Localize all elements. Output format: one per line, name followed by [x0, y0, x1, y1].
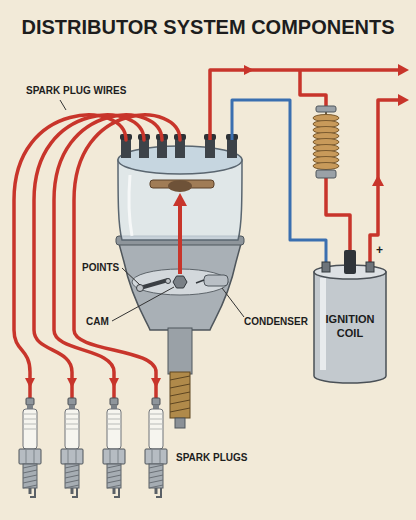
- node-text: IGNITION COIL: [317, 313, 383, 341]
- current-arrow: [173, 193, 187, 274]
- breaker-points: [137, 285, 144, 292]
- wire-arrow: [109, 378, 119, 388]
- part-label: CAM: [86, 316, 109, 328]
- wire-arrow: [244, 65, 254, 75]
- coil-wire: [370, 100, 400, 262]
- wire-arrow: [244, 64, 409, 186]
- spark-plug: [145, 398, 167, 497]
- condenser: [196, 275, 228, 286]
- ignition-coil-shape: [320, 278, 326, 370]
- spring-coil: [313, 106, 339, 178]
- breaker-points: [140, 280, 168, 288]
- wire-arrow: [372, 175, 384, 186]
- spring-coil: [313, 163, 339, 170]
- ignition-coil-shape: [366, 262, 374, 272]
- ignition-coil-shape: [314, 272, 386, 383]
- spark-plug-wire: [74, 115, 180, 398]
- condenser: [204, 275, 228, 286]
- distributor-shaft: [168, 328, 192, 428]
- leader-line: [122, 268, 140, 285]
- cap-tower: [227, 138, 237, 158]
- spark-plug: [19, 398, 41, 497]
- spark-plug-wire: [14, 115, 126, 398]
- coil-wire: [326, 178, 350, 250]
- ignition-coil-shape: [322, 262, 330, 272]
- wire-arrow: [398, 94, 409, 106]
- rotor: [150, 180, 214, 192]
- wire-arrow: [151, 378, 161, 388]
- node-text-holder: IGNITION COIL: [310, 280, 390, 374]
- spark-plug-wire: [14, 115, 180, 398]
- rotor: [168, 180, 192, 192]
- primary-wire: [232, 100, 326, 262]
- spring-coil: [316, 170, 336, 178]
- cam: [173, 276, 187, 288]
- cap-tower: [205, 138, 215, 158]
- leader-line: [112, 268, 244, 321]
- current-arrow: [178, 204, 182, 274]
- distributor-shaft: [168, 328, 192, 374]
- distributor-shaft: [175, 418, 185, 428]
- leader-line: [60, 100, 66, 110]
- condenser: [196, 280, 204, 283]
- title: DISTRIBUTOR SYSTEM COMPONENTS: [22, 14, 395, 40]
- distributor-cap: [129, 175, 132, 236]
- wire-arrow: [398, 64, 409, 76]
- part-label: SPARK PLUGS: [176, 452, 248, 464]
- spark-plug: [61, 398, 83, 497]
- wire-arrow: [25, 378, 161, 388]
- distributor-shaft: [170, 372, 190, 418]
- coil-wire: [210, 70, 400, 262]
- spark-plug-wire: [34, 115, 144, 398]
- coil-wire: [300, 70, 326, 108]
- part-label: POINTS: [82, 262, 119, 274]
- distributor-shaft: [170, 376, 190, 412]
- wire-arrow: [25, 378, 35, 388]
- wire-arrow: [67, 378, 77, 388]
- ignition-coil: IGNITION COIL: [310, 248, 390, 384]
- spark-plug: [103, 398, 125, 497]
- spark-plug-wire: [54, 115, 162, 398]
- leader-line: [222, 288, 244, 317]
- primary-wire: [232, 100, 326, 262]
- leader-line: [112, 287, 174, 321]
- part-label: CONDENSER: [244, 316, 308, 328]
- part-label: SPARK PLUG WIRES: [26, 85, 126, 97]
- terminal-sign: +: [376, 243, 383, 257]
- breaker-points: [137, 279, 171, 292]
- current-arrow: [173, 193, 187, 206]
- breaker-points: [166, 279, 171, 284]
- ignition-coil-shape: [344, 250, 356, 274]
- coil-wire: [210, 70, 400, 140]
- spring-coil: [316, 106, 336, 112]
